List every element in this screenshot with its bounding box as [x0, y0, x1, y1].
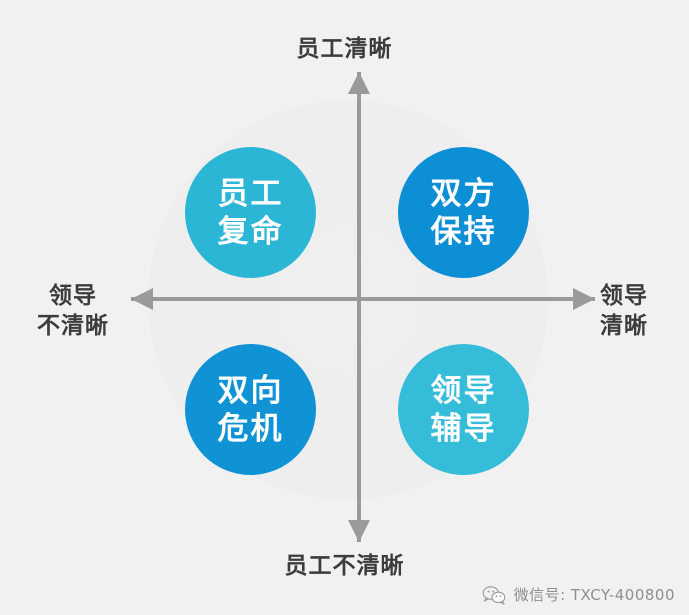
axis-label-right: 领导 清晰 — [600, 283, 648, 339]
arrow-left-icon — [131, 288, 153, 310]
watermark: 微信号: TXCY-400800 — [482, 584, 675, 605]
quadrant-label-line1: 员工 — [217, 175, 284, 212]
arrow-down-icon — [348, 520, 370, 542]
horizontal-axis-line — [131, 297, 595, 301]
arrow-up-icon — [348, 72, 370, 94]
vertical-axis-line — [357, 72, 361, 542]
quadrant-bubble-top-left: 员工 复命 — [185, 147, 316, 278]
quadrant-label-line2: 辅导 — [430, 410, 497, 447]
quadrant-label-line2: 复命 — [217, 213, 284, 250]
quadrant-label-line2: 危机 — [217, 410, 284, 447]
wechat-icon — [482, 585, 506, 605]
quadrant-label-line1: 领导 — [430, 372, 497, 409]
quadrant-bubble-bottom-right: 领导 辅导 — [398, 344, 529, 475]
quadrant-label-line2: 保持 — [430, 213, 497, 250]
arrow-right-icon — [573, 288, 595, 310]
axis-label-top: 员工清晰 — [296, 36, 393, 62]
axis-label-bottom: 员工不清晰 — [284, 553, 405, 579]
watermark-text: 微信号: TXCY-400800 — [513, 586, 675, 604]
quadrant-bubble-bottom-left: 双向 危机 — [185, 344, 316, 475]
axis-label-left: 领导 不清晰 — [37, 283, 109, 339]
quadrant-bubble-top-right: 双方 保持 — [398, 147, 529, 278]
quadrant-label-line1: 双方 — [430, 175, 497, 212]
quadrant-label-line1: 双向 — [217, 372, 284, 409]
